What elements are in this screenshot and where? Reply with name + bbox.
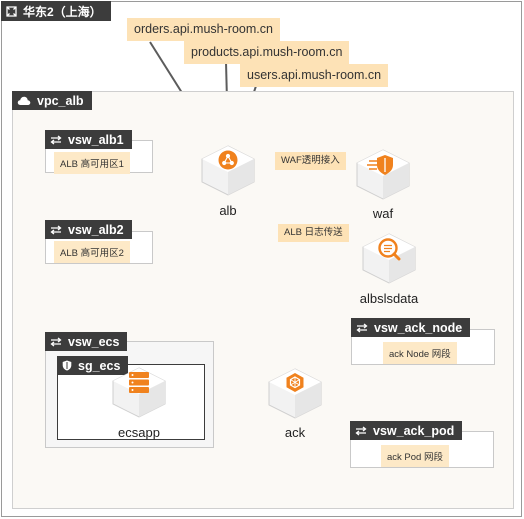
vsw-alb2-tag: vsw_alb2 <box>45 220 132 239</box>
vpc-tag: vpc_alb <box>12 91 92 110</box>
vsw-alb1-tag: vsw_alb1 <box>45 130 132 149</box>
vsw-alb1-zone: ALB 高可用区1 <box>54 152 130 174</box>
alb-share-icon <box>201 145 255 196</box>
albslsdata-label: albslsdata <box>359 291 419 306</box>
vsw-alb1-label: vsw_alb1 <box>68 132 124 147</box>
vsw-ecs-label: vsw_ecs <box>68 334 120 349</box>
vsw-ack-pod-label: vsw_ack_pod <box>373 423 455 438</box>
sls-search-icon <box>362 233 416 284</box>
ack-label: ack <box>284 425 306 440</box>
alb-label: alb <box>219 203 237 218</box>
vswitch-icon <box>50 224 62 235</box>
cloud-icon <box>17 96 31 105</box>
waf-label: waf <box>372 206 394 221</box>
security-group-label: sg_ecs <box>78 358 121 373</box>
shield-icon <box>62 360 72 371</box>
vsw-ack-node-label: vsw_ack_node <box>374 320 463 335</box>
ack-hexagon-icon <box>268 368 322 419</box>
ecsapp-node[interactable] <box>111 366 167 423</box>
vswitch-icon <box>50 134 62 145</box>
vsw-ack-pod-zone: ack Pod 网段 <box>381 445 449 467</box>
vsw-ack-node-tag: vsw_ack_node <box>351 318 471 337</box>
vsw-ack-pod-tag: vsw_ack_pod <box>350 421 463 440</box>
vswitch-icon <box>50 336 62 347</box>
edge-label-sls: ALB 日志传送 <box>278 224 349 242</box>
ecs-server-icon <box>112 367 166 418</box>
waf-node[interactable] <box>355 148 411 205</box>
region-tag: 华东2（上海） <box>1 1 111 21</box>
ecsapp-label: ecsapp <box>118 425 160 440</box>
waf-shield-icon <box>356 149 410 200</box>
domain-users: users.api.mush-room.cn <box>240 64 389 87</box>
vsw-ecs-tag: vsw_ecs <box>45 332 128 351</box>
security-group-tag: sg_ecs <box>57 356 129 375</box>
vswitch-icon <box>355 425 367 436</box>
vsw-ack-node-zone: ack Node 网段 <box>383 342 457 364</box>
vsw-alb2-label: vsw_alb2 <box>68 222 124 237</box>
vpc-label: vpc_alb <box>37 93 84 108</box>
region-label: 华东2（上海） <box>23 4 102 19</box>
albslsdata-node[interactable] <box>361 232 417 289</box>
region-frame-icon <box>6 5 17 17</box>
domain-products: products.api.mush-room.cn <box>184 41 350 64</box>
domain-orders: orders.api.mush-room.cn <box>127 18 280 41</box>
vsw-alb2-zone: ALB 高可用区2 <box>54 241 130 263</box>
alb-node[interactable] <box>200 144 256 201</box>
ack-node[interactable] <box>267 367 323 424</box>
edge-label-waf: WAF透明接入 <box>275 152 346 170</box>
vswitch-icon <box>356 322 368 333</box>
